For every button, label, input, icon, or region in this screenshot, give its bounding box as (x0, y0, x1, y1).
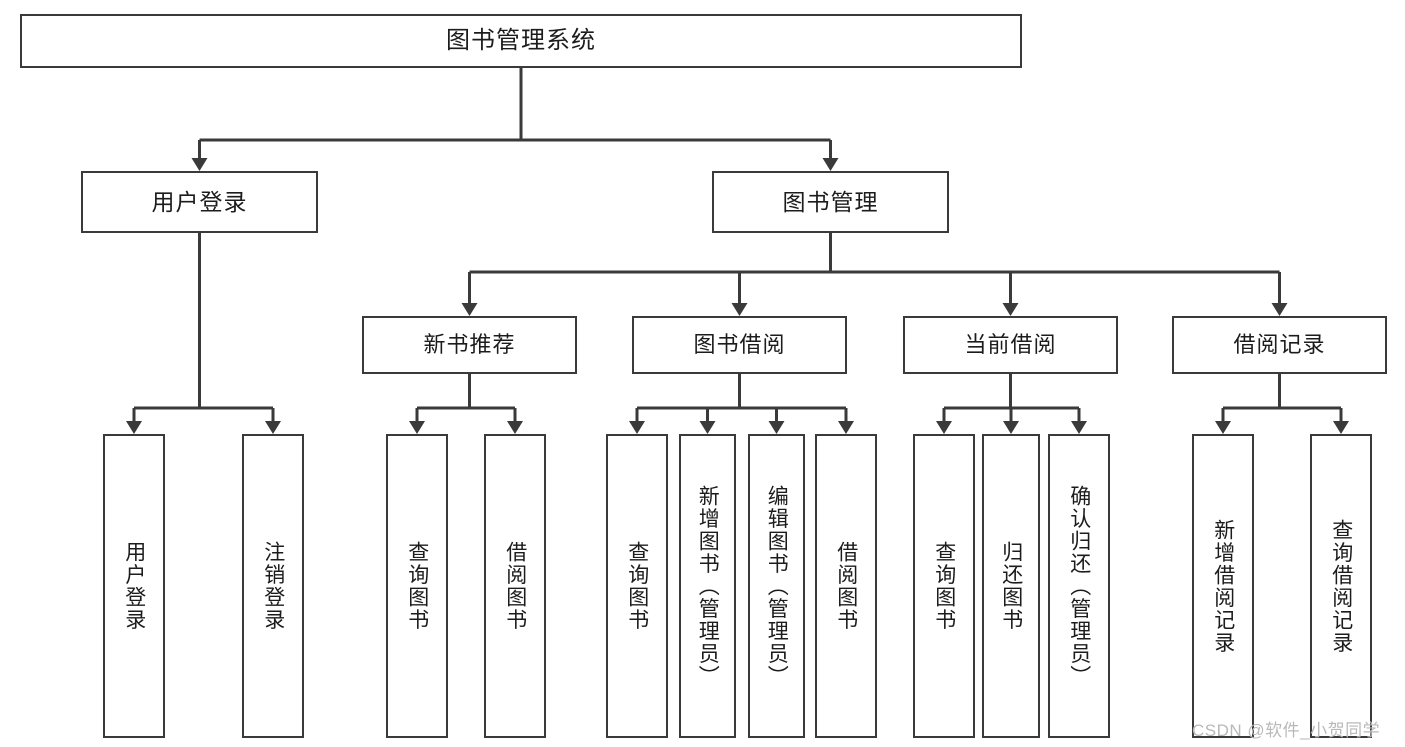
node-book-borrow[interactable]: 图书借阅 (632, 316, 847, 374)
node-borrow-record[interactable]: 借阅记录 (1172, 316, 1387, 374)
leaf-leaf-user-login[interactable]: 用户登录 (103, 434, 165, 738)
leaf-leaf-edit-book[interactable]: 编辑图书（管理员） (748, 434, 805, 738)
node-borrow-record-label: 借阅记录 (1233, 332, 1326, 357)
leaf-leaf-return-book-label: 归还图书 (999, 541, 1023, 631)
leaf-leaf-add-record[interactable]: 新增借阅记录 (1192, 434, 1254, 738)
leaf-leaf-query-book-1[interactable]: 查询图书 (386, 434, 448, 738)
node-book-borrow-label: 图书借阅 (693, 332, 786, 357)
leaf-leaf-borrow-book-1-label: 借阅图书 (503, 541, 527, 631)
leaf-leaf-query-book-2-label: 查询图书 (625, 541, 649, 631)
leaf-leaf-confirm-return[interactable]: 确认归还（管理员） (1048, 434, 1110, 738)
node-new-book-recommend-label: 新书推荐 (423, 332, 516, 357)
csdn-watermark: CSDN @软件_小贺同学 (1192, 721, 1381, 740)
leaf-leaf-query-record[interactable]: 查询借阅记录 (1310, 434, 1372, 738)
leaf-leaf-query-book-2[interactable]: 查询图书 (606, 434, 668, 738)
leaf-leaf-logout-login-label: 注销登录 (261, 541, 285, 631)
node-current-borrow-label: 当前借阅 (964, 332, 1057, 357)
leaf-leaf-borrow-book-2[interactable]: 借阅图书 (815, 434, 877, 738)
node-book-manage[interactable]: 图书管理 (712, 171, 949, 233)
leaf-leaf-add-book[interactable]: 新增图书（管理员） (679, 434, 736, 738)
leaf-leaf-return-book[interactable]: 归还图书 (982, 434, 1040, 738)
node-new-book-recommend[interactable]: 新书推荐 (362, 316, 577, 374)
leaf-leaf-borrow-book-2-label: 借阅图书 (834, 541, 858, 631)
node-user-login-label: 用户登录 (151, 188, 248, 215)
leaf-leaf-confirm-return-label: 确认归还（管理员） (1067, 484, 1091, 688)
leaf-leaf-query-book-3-label: 查询图书 (932, 541, 956, 631)
leaf-leaf-edit-book-label: 编辑图书（管理员） (765, 484, 789, 688)
leaf-leaf-add-record-label: 新增借阅记录 (1211, 518, 1235, 654)
leaf-leaf-user-login-label: 用户登录 (122, 541, 146, 631)
leaf-leaf-query-record-label: 查询借阅记录 (1329, 518, 1353, 654)
root-node-system[interactable]: 图书管理系统 (20, 14, 1022, 68)
node-user-login[interactable]: 用户登录 (81, 171, 318, 233)
leaf-leaf-logout-login[interactable]: 注销登录 (242, 434, 304, 738)
node-book-manage-label: 图书管理 (782, 188, 879, 215)
root-node-system-label: 图书管理系统 (446, 27, 596, 54)
leaf-leaf-add-book-label: 新增图书（管理员） (696, 484, 720, 688)
node-current-borrow[interactable]: 当前借阅 (903, 316, 1118, 374)
leaf-leaf-query-book-3[interactable]: 查询图书 (913, 434, 975, 738)
leaf-leaf-query-book-1-label: 查询图书 (405, 541, 429, 631)
leaf-leaf-borrow-book-1[interactable]: 借阅图书 (484, 434, 546, 738)
